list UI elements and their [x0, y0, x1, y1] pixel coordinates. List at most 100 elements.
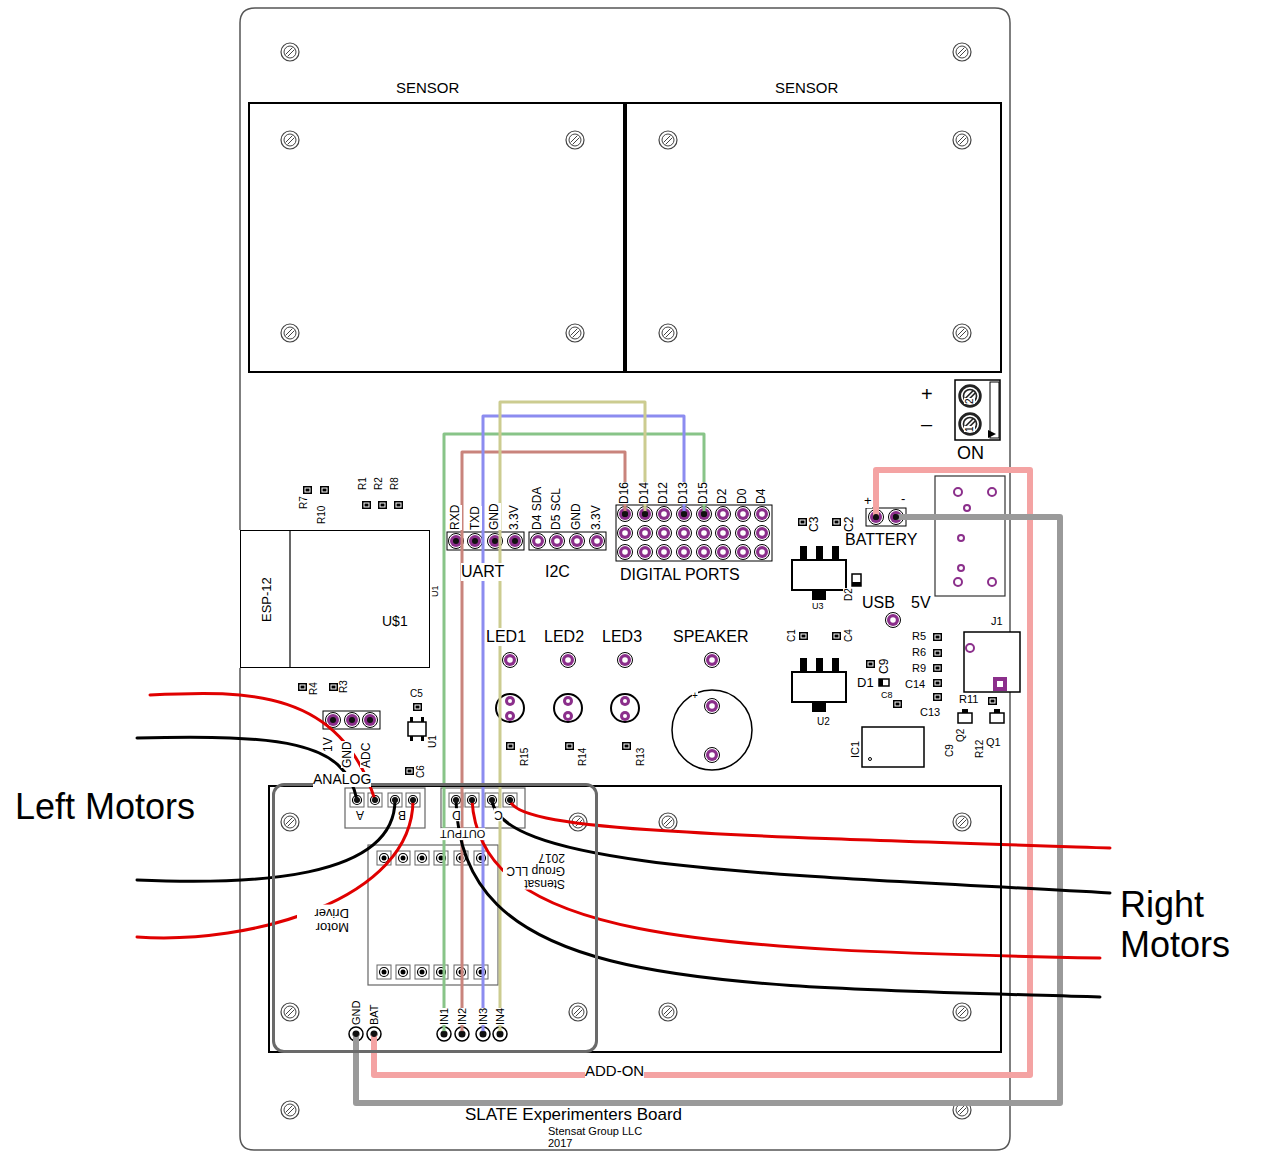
silkscreen-label: R13 [635, 748, 646, 766]
board-outline [240, 8, 1010, 1150]
smd-component [406, 768, 414, 775]
pin-header [561, 653, 576, 668]
power-switch [988, 488, 996, 496]
smd-component [799, 519, 807, 526]
silkscreen-label: 5V [911, 594, 931, 612]
pin-header [697, 526, 712, 541]
wire-end-dot [353, 1031, 359, 1037]
smd-component [934, 650, 942, 657]
smd-component [833, 519, 841, 526]
smd-component [989, 698, 997, 705]
pin-header [447, 532, 524, 550]
diode [852, 574, 861, 586]
power-switch [954, 578, 962, 586]
wire-end-dot [453, 797, 459, 803]
wire-end-dot [893, 514, 899, 520]
silkscreen-label: IN1 [438, 1008, 450, 1025]
mount-screw [953, 324, 971, 342]
wire-end-dot [410, 797, 416, 803]
speaker [672, 690, 752, 770]
mount-screw [281, 324, 299, 342]
motor-driver-parts [503, 793, 517, 807]
smd-component [934, 680, 942, 687]
regulator [792, 560, 846, 590]
silkscreen-label: C [494, 808, 503, 821]
smd-component [321, 487, 329, 494]
pin-header [736, 545, 751, 560]
mount-screw [281, 1003, 299, 1021]
power-switch [964, 505, 970, 511]
silkscreen-label: C9 [944, 744, 955, 757]
smd-component [867, 661, 875, 668]
pin-header [716, 545, 731, 560]
signal-wire [483, 416, 684, 1034]
terminal-block [960, 414, 981, 435]
led [623, 714, 627, 718]
wire-end-dot [873, 514, 879, 520]
power-switch [988, 578, 996, 586]
motor-wire [492, 800, 1110, 893]
silkscreen-label: 3.3V [508, 505, 521, 530]
pin-header [705, 653, 720, 668]
power-switch [958, 565, 964, 571]
silkscreen-label: R3 [338, 680, 349, 693]
smd-component [395, 502, 403, 509]
mount-screw [659, 813, 677, 831]
silkscreen-label: R12 [974, 740, 985, 758]
power-switch [954, 488, 962, 496]
motor-driver-parts [368, 793, 382, 807]
area-heading: SENSOR [775, 80, 838, 97]
silkscreen-label: GND [341, 741, 354, 768]
regulator [816, 546, 823, 560]
smd-component [623, 743, 631, 750]
pin-header [657, 507, 672, 522]
motor-driver-parts [474, 851, 488, 865]
signal-wire [462, 452, 625, 1034]
silkscreen-label: LED2 [544, 628, 584, 646]
pin-header [363, 713, 378, 728]
motor-driver-parts [474, 965, 488, 979]
smd-component [414, 704, 422, 711]
pin-header [618, 545, 633, 560]
led [566, 699, 570, 703]
smd-component [566, 743, 574, 750]
silkscreen-label: OUTPUT [440, 828, 485, 840]
silkscreen-label: Q2 [955, 729, 966, 742]
power-switch [935, 476, 1005, 596]
motor-wire [150, 693, 375, 800]
motor-driver-parts [396, 851, 410, 865]
ic-chip [408, 722, 426, 736]
ic-chip [410, 717, 413, 722]
silkscreen-label: Q1 [986, 736, 1001, 748]
silkscreen-label: C6 [415, 765, 426, 778]
silkscreen-label: DIGITAL PORTS [620, 566, 740, 584]
silkscreen-label: 1V [322, 737, 335, 752]
wire-end-dot [681, 511, 687, 517]
led [566, 714, 570, 718]
silkscreen-label: + [864, 494, 872, 508]
board-outline [289, 530, 290, 668]
motor-driver-parts [377, 965, 391, 979]
part-ref: U$1 [382, 614, 408, 629]
wire-end-dot [701, 511, 707, 517]
silkscreen-label: C4 [843, 629, 854, 642]
power-switch [958, 535, 964, 541]
regulator [812, 702, 826, 712]
led [505, 696, 515, 706]
board-name: Motor Driver [297, 905, 349, 934]
maker-note: Stensat Group LLC 2017 [503, 850, 565, 890]
pin-header [677, 526, 692, 541]
silkscreen-label: 3.3V [590, 505, 603, 530]
callout-label: Right Motors [1120, 885, 1260, 964]
silkscreen-label: D4 [755, 489, 768, 504]
motor-driver-parts [434, 965, 448, 979]
silkscreen-label: GND [488, 503, 501, 530]
smd-component [800, 633, 808, 640]
pin-header [736, 526, 751, 541]
wire-end-dot [371, 1031, 377, 1037]
silkscreen-label: D16 [618, 482, 631, 504]
silkscreen-label: D [452, 808, 461, 821]
motor-wire [137, 693, 1110, 997]
silkscreen-label: D4 SDA [531, 487, 544, 530]
mount-screw [569, 1003, 587, 1021]
